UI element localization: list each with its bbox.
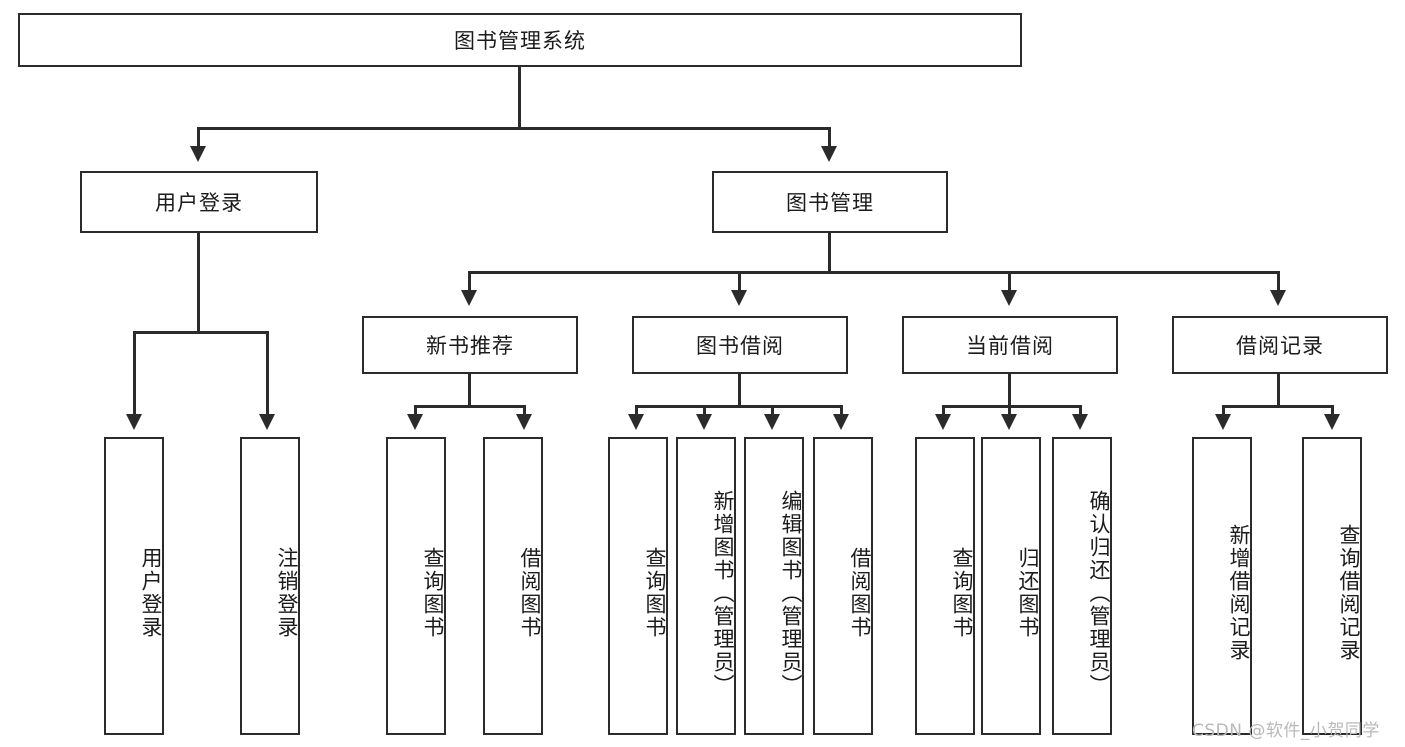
edge-userlogin-leg-2 (266, 331, 269, 417)
arrowhead-book-manage (821, 146, 837, 162)
node-label: 新增借阅记录 (1227, 524, 1251, 662)
node-label: 图书管理 (786, 191, 874, 215)
node-leaf-confirm-return-admin[interactable]: 确认归还（管理员） (1052, 437, 1112, 735)
edge-newbook-bus (414, 405, 526, 408)
arrowhead-leaf-confirm-return-admin (1072, 414, 1088, 430)
node-user-login[interactable]: 用户登录 (80, 171, 318, 233)
node-leaf-edit-book-admin[interactable]: 编辑图书（管理员） (744, 437, 804, 735)
edge-borrowrecord-leg-1 (1222, 405, 1225, 417)
node-book-management-system[interactable]: 图书管理系统 (18, 13, 1022, 67)
node-leaf-add-borrow-record[interactable]: 新增借阅记录 (1192, 437, 1252, 735)
edge-bookmanage-bus (468, 271, 1280, 274)
node-leaf-query-borrow-record[interactable]: 查询借阅记录 (1302, 437, 1362, 735)
node-label: 归还图书 (1016, 547, 1040, 639)
arrowhead-leaf-return-book (1001, 414, 1017, 430)
node-label: 确认归还（管理员） (1087, 489, 1111, 697)
edge-root-bus (197, 127, 830, 130)
edge-userlogin-bus (133, 331, 269, 334)
edge-bookborrow-bus (635, 405, 843, 408)
edge-bookmanage-stem (828, 233, 831, 273)
node-label: 用户登录 (155, 191, 243, 215)
edge-root-leg-right (828, 127, 831, 149)
edge-currentborrow-leg-2 (1008, 405, 1011, 417)
node-leaf-query-book-recommendation[interactable]: 查询图书 (386, 437, 446, 735)
arrowhead-leaf-query-book-current (935, 414, 951, 430)
edge-bookborrow-leg-3 (771, 405, 774, 417)
node-label: 图书管理系统 (454, 29, 586, 53)
arrowhead-leaf-query-borrow-record (1324, 414, 1340, 430)
edge-userlogin-leg-1 (133, 331, 136, 417)
node-label: 查询图书 (950, 547, 974, 639)
edge-bookborrow-stem (738, 374, 741, 407)
node-label: 当前借阅 (966, 334, 1054, 358)
arrowhead-leaf-add-borrow-record (1215, 414, 1231, 430)
arrowhead-leaf-borrow-book (833, 414, 849, 430)
edge-newbook-stem (468, 374, 471, 407)
arrowhead-current-borrow (1001, 290, 1017, 306)
node-label: 用户登录 (139, 547, 163, 639)
edge-currentborrow-leg-1 (942, 405, 945, 417)
edge-bookborrow-leg-1 (635, 405, 638, 417)
edge-bookmanage-leg-4 (1277, 271, 1280, 293)
node-borrowing-record[interactable]: 借阅记录 (1172, 316, 1388, 374)
node-label: 新增图书（管理员） (711, 489, 735, 697)
edge-borrowrecord-leg-2 (1331, 405, 1334, 417)
node-leaf-borrow-book-recommendation[interactable]: 借阅图书 (483, 437, 543, 735)
edge-bookborrow-leg-2 (703, 405, 706, 417)
node-label: 借阅图书 (518, 547, 542, 639)
edge-currentborrow-bus (942, 405, 1082, 408)
node-label: 图书借阅 (696, 334, 784, 358)
arrowhead-leaf-logout-login (259, 414, 275, 430)
node-label: 借阅图书 (848, 547, 872, 639)
node-label: 查询图书 (643, 547, 667, 639)
node-current-borrowing[interactable]: 当前借阅 (902, 316, 1118, 374)
node-leaf-query-book-current[interactable]: 查询图书 (915, 437, 975, 735)
arrowhead-book-borrow (731, 290, 747, 306)
node-leaf-logout-login[interactable]: 注销登录 (240, 437, 300, 735)
node-leaf-borrow-book[interactable]: 借阅图书 (813, 437, 873, 735)
edge-newbook-leg-2 (523, 405, 526, 417)
arrowhead-leaf-query-book-borrow (628, 414, 644, 430)
node-leaf-user-login[interactable]: 用户登录 (104, 437, 164, 735)
edge-currentborrow-leg-3 (1079, 405, 1082, 417)
edge-newbook-leg-1 (414, 405, 417, 417)
arrowhead-leaf-query-book-rec (407, 414, 423, 430)
arrowhead-leaf-user-login (126, 414, 142, 430)
edge-bookmanage-leg-1 (468, 271, 471, 293)
edge-bookmanage-leg-3 (1008, 271, 1011, 293)
node-label: 编辑图书（管理员） (779, 489, 803, 697)
arrowhead-borrow-record (1270, 290, 1286, 306)
edge-root-leg-left (197, 127, 200, 149)
arrowhead-leaf-add-book-admin (696, 414, 712, 430)
edge-userlogin-stem (197, 233, 200, 333)
arrowhead-user-login (190, 146, 206, 162)
node-label: 查询借阅记录 (1337, 524, 1361, 662)
edge-root-stem (518, 67, 521, 129)
edge-borrowrecord-stem (1277, 374, 1280, 407)
node-label: 新书推荐 (426, 334, 514, 358)
node-label: 借阅记录 (1236, 334, 1324, 358)
arrowhead-leaf-edit-book-admin (764, 414, 780, 430)
edge-borrowrecord-bus (1222, 405, 1334, 408)
csdn-watermark: CSDN @软件_小贺同学 (1192, 721, 1380, 741)
edge-bookmanage-leg-2 (738, 271, 741, 293)
edge-bookborrow-leg-4 (840, 405, 843, 417)
node-label: 注销登录 (275, 547, 299, 639)
node-leaf-return-book[interactable]: 归还图书 (981, 437, 1041, 735)
arrowhead-new-book-rec (461, 290, 477, 306)
node-book-borrowing[interactable]: 图书借阅 (632, 316, 848, 374)
node-leaf-query-book-borrowing[interactable]: 查询图书 (608, 437, 668, 735)
node-leaf-add-book-admin[interactable]: 新增图书（管理员） (676, 437, 736, 735)
node-new-book-recommendation[interactable]: 新书推荐 (362, 316, 578, 374)
edge-currentborrow-stem (1008, 374, 1011, 407)
node-label: 查询图书 (421, 547, 445, 639)
arrowhead-leaf-borrow-book-rec (516, 414, 532, 430)
node-book-management[interactable]: 图书管理 (712, 171, 948, 233)
